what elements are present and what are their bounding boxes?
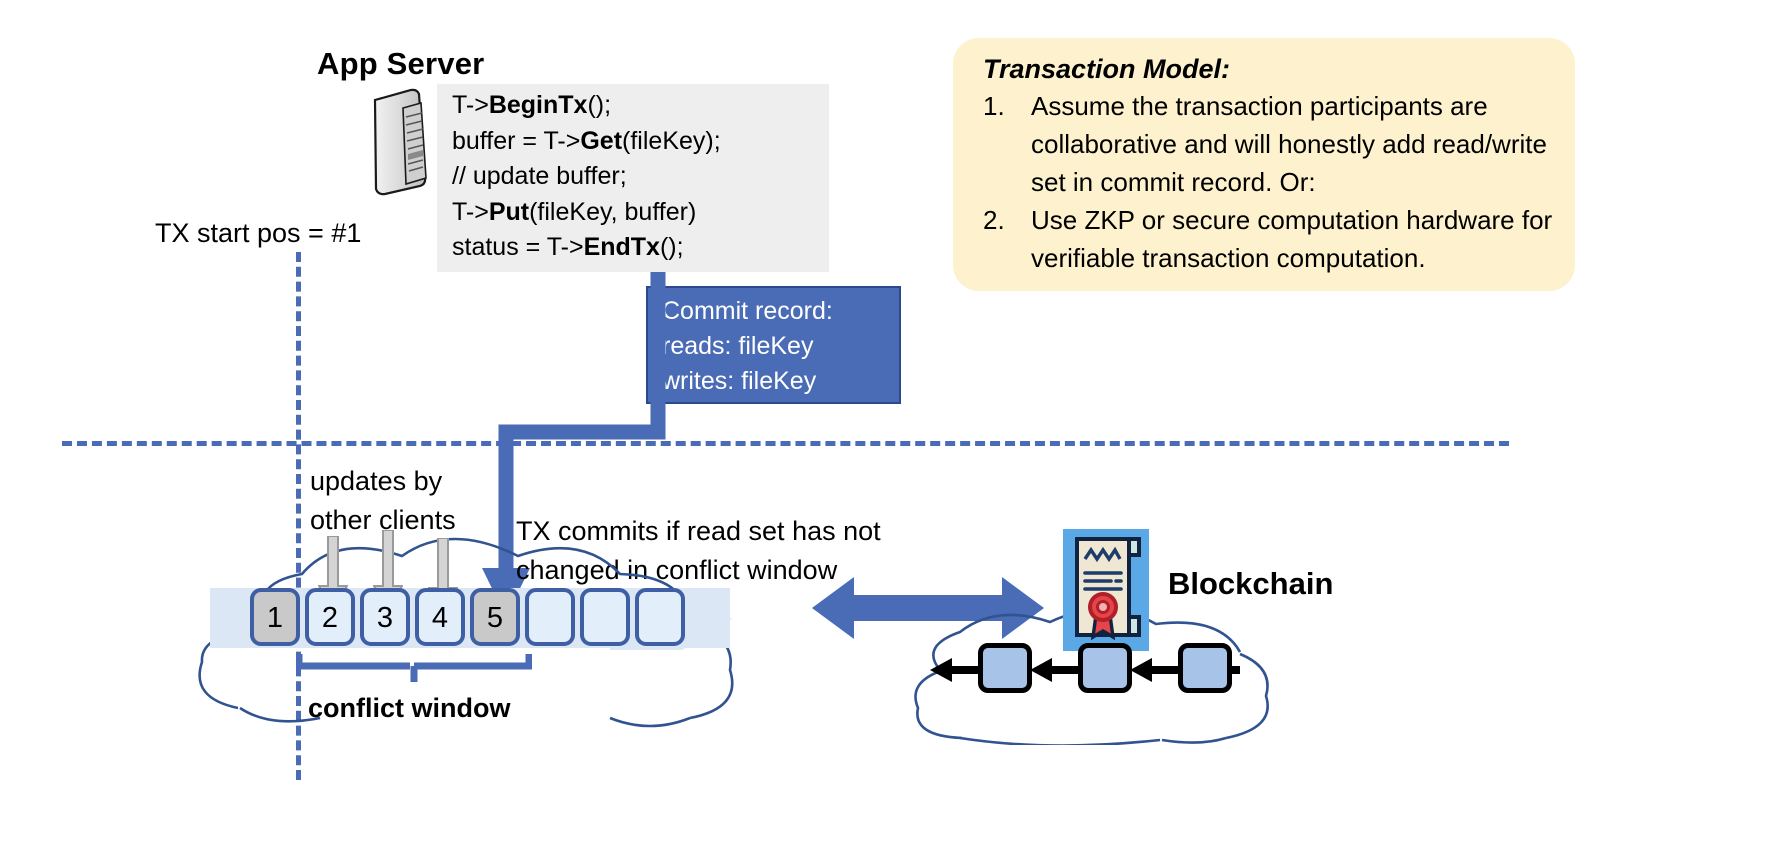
ledger-entry-7[interactable] xyxy=(580,588,630,646)
ledger-entry-4[interactable]: 4 xyxy=(415,588,465,646)
list-text: Assume the transaction participants are … xyxy=(1031,91,1547,197)
tx-commits-condition-label: TX commits if read set has not changed i… xyxy=(516,512,881,590)
conflict-window-label: conflict window xyxy=(308,693,511,723)
code-line-2: buffer = T->Get(fileKey); xyxy=(452,126,721,155)
transaction-model-item-1: 1. Assume the transaction participants ar… xyxy=(983,87,1553,201)
bidirectional-sync-arrow xyxy=(812,577,1044,639)
tx-start-dashed-line xyxy=(296,252,301,780)
horizontal-dashed-divider xyxy=(62,441,1509,446)
blockchain-block-1[interactable] xyxy=(978,643,1032,693)
code-snippet-text: T->BeginTx(); buffer = T->Get(fileKey); //… xyxy=(452,88,852,266)
list-text: Use ZKP or secure computation hardware f… xyxy=(1031,205,1553,273)
commits-label-line2: changed in conflict window xyxy=(516,555,838,585)
code-snippet-box xyxy=(437,84,829,272)
chain-link-arrows xyxy=(930,658,1240,682)
code-line-4: T->Put(fileKey, buffer) xyxy=(452,197,697,226)
commit-record-title: Commit record: xyxy=(662,297,833,325)
blockchain-block-2[interactable] xyxy=(1078,643,1132,693)
code-line-3: // update buffer; xyxy=(452,162,627,190)
transaction-model-title: Transaction Model: xyxy=(983,54,1231,84)
commits-label-line1: TX commits if read set has not xyxy=(516,516,881,546)
ledger-entry-8[interactable] xyxy=(635,588,685,646)
blockchain-label: Blockchain xyxy=(1168,566,1334,601)
list-marker: 1. xyxy=(983,91,1005,121)
ledger-entry-5[interactable]: 5 xyxy=(470,588,520,646)
tx-start-pos-label: TX start pos = #1 xyxy=(155,218,362,248)
blockchain-cloud-outline xyxy=(914,608,1269,745)
commit-record-reads: reads: fileKey xyxy=(662,332,814,360)
commit-record-box: Commit record: reads: fileKey writes: fi… xyxy=(646,286,901,404)
code-line-5: status = T->EndTx(); xyxy=(452,233,684,261)
code-line-1: T->BeginTx(); xyxy=(452,91,612,119)
list-marker: 2. xyxy=(983,205,1005,235)
transaction-model-panel: Transaction Model: 1. Assume the transact… xyxy=(953,38,1575,291)
certificate-seal-icon xyxy=(1063,529,1149,651)
ledger-entry-6[interactable] xyxy=(525,588,575,646)
ledger-entry-1[interactable]: 1 xyxy=(250,588,300,646)
server-tower-icon xyxy=(373,88,427,196)
conflict-window-brace xyxy=(296,654,532,682)
commit-record-writes: writes: fileKey xyxy=(662,367,817,395)
transaction-model-list: 1. Assume the transaction participants ar… xyxy=(983,87,1553,277)
updates-label-line1: updates by xyxy=(310,466,443,496)
ledger-entry-3[interactable]: 3 xyxy=(360,588,410,646)
blockchain-block-3[interactable] xyxy=(1178,643,1232,693)
app-server-title: App Server xyxy=(317,46,485,81)
ledger-entry-2[interactable]: 2 xyxy=(305,588,355,646)
transaction-model-item-2: 2. Use ZKP or secure computation hardware… xyxy=(983,201,1553,277)
